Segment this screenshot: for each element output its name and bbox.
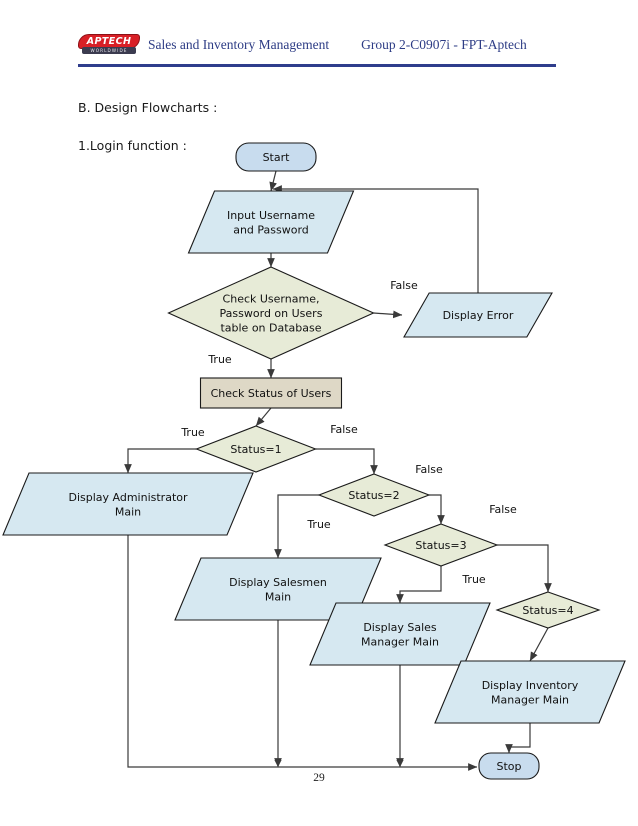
node-checkdb: Check Username,Password on Users table on… xyxy=(169,267,374,359)
connector-checkstat-to-status1 xyxy=(256,408,271,426)
edge-label-s3-true: True xyxy=(461,573,486,586)
node-label-admin: Main xyxy=(115,505,141,518)
edge-label-s1-true: True xyxy=(180,426,205,439)
connector-status3-false-to-s4 xyxy=(497,545,548,592)
connector-checkdb-false-to-error xyxy=(374,313,403,315)
node-shape-invmgr xyxy=(435,661,625,723)
node-status3: Status=3 xyxy=(385,524,497,566)
node-label-salesmgr: Manager Main xyxy=(361,635,439,648)
edge-label-s3-false: False xyxy=(489,503,517,516)
connector-status4-to-invmgr xyxy=(530,628,548,661)
node-label-input: and Password xyxy=(233,223,309,236)
connector-status3-true-to-mgr xyxy=(400,566,441,603)
node-label-salesmgr: Display Sales xyxy=(363,621,437,634)
node-shape-admin xyxy=(3,473,253,535)
node-label-input: Input Username xyxy=(227,209,315,222)
node-checkstat: Check Status of Users xyxy=(201,378,342,408)
node-status1: Status=1 xyxy=(197,426,316,472)
flowchart-nodes: StartInput Usernameand PasswordCheck Use… xyxy=(3,143,625,779)
node-status2: Status=2 xyxy=(319,474,429,516)
node-label-admin: Display Administrator xyxy=(68,491,188,504)
node-label-status1: Status=1 xyxy=(230,443,281,456)
node-label-salesmen: Main xyxy=(265,590,291,603)
connector-status2-false-to-s3 xyxy=(429,495,441,524)
node-status4: Status=4 xyxy=(497,592,599,628)
edge-label-db-false: False xyxy=(390,279,418,292)
node-label-status3: Status=3 xyxy=(415,539,466,552)
connector-start-to-input xyxy=(271,171,276,191)
salesmgr-rail-arrow xyxy=(396,760,403,767)
node-start: Start xyxy=(236,143,316,171)
edge-label-s1-false: False xyxy=(330,423,358,436)
node-salesmgr: Display SalesManager Main xyxy=(310,603,490,665)
node-error: Display Error xyxy=(404,293,552,337)
node-label-checkdb: table on Database xyxy=(220,322,321,335)
node-label-status4: Status=4 xyxy=(522,604,573,617)
node-invmgr: Display InventoryManager Main xyxy=(435,661,625,723)
node-label-salesmen: Display Salesmen xyxy=(229,576,327,589)
edge-label-s2-false: False xyxy=(415,463,443,476)
edge-label-s2-true: True xyxy=(306,518,331,531)
node-label-checkdb: Check Username, xyxy=(223,293,320,306)
node-shape-salesmgr xyxy=(310,603,490,665)
node-label-invmgr: Manager Main xyxy=(491,693,569,706)
node-label-error: Display Error xyxy=(443,309,514,322)
node-label-invmgr: Display Inventory xyxy=(482,679,579,692)
edge-label-db-true: True xyxy=(207,353,232,366)
connector-status1-false-to-s2 xyxy=(316,449,375,474)
node-label-status2: Status=2 xyxy=(348,489,399,502)
connector-status1-true-to-admin xyxy=(128,449,197,473)
node-label-checkstat: Check Status of Users xyxy=(211,387,332,400)
page-number: 29 xyxy=(0,772,638,784)
node-shape-input xyxy=(189,191,354,253)
node-input: Input Usernameand Password xyxy=(189,191,354,253)
node-label-checkdb: Password on Users xyxy=(220,307,323,320)
connector-invmgr-to-stop xyxy=(509,723,530,753)
node-admin: Display AdministratorMain xyxy=(3,473,253,535)
node-label-start: Start xyxy=(263,151,291,164)
salesmen-rail-arrow xyxy=(274,760,281,767)
